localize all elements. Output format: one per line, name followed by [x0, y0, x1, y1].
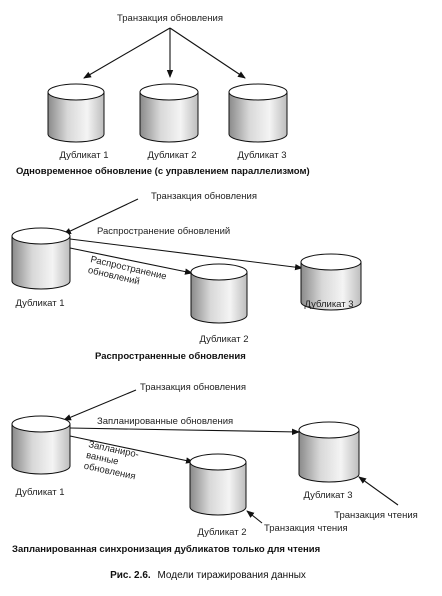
section-1-caption: Одновременное обновление (с управлением …	[16, 166, 310, 177]
update-arrow-to-replica-1	[63, 389, 137, 421]
section-2-caption: Распространенные обновления	[95, 351, 246, 362]
update-transaction-label: Транзакция обновления	[117, 13, 223, 24]
update-transaction-label-2: Транзакция обновления	[151, 191, 257, 202]
propagation-label-top: Распространение обновлений	[97, 226, 230, 237]
replica-1-label: Дубликат 1	[15, 487, 64, 498]
section-3-caption: Запланированная синхронизация дубликатов…	[12, 544, 320, 555]
replica-1-cylinder-icon	[47, 83, 105, 143]
figure-number: Рис. 2.6.	[110, 570, 151, 581]
section-propagated-updates: Транзакция обновления Распространение об…	[11, 191, 362, 362]
replica-3-cylinder-icon	[298, 421, 360, 483]
replica-2-cylinder-icon	[139, 83, 199, 143]
replica-3-label: Дубликат 3	[304, 299, 353, 310]
replica-2-cylinder-icon	[190, 263, 248, 324]
replica-2-label: Дубликат 2	[197, 527, 246, 538]
update-arrow-to-replica-1	[63, 198, 139, 235]
replica-3-cylinder-icon	[300, 253, 362, 311]
replica-1-label: Дубликат 1	[59, 150, 108, 161]
replica-3-label: Дубликат 3	[303, 490, 352, 501]
replica-3-cylinder-icon	[228, 83, 288, 143]
figure-caption: Рис. 2.6. Модели тиражирования данных	[110, 570, 306, 581]
scheduled-label-top: Запланированные обновления	[97, 416, 233, 427]
replica-1-cylinder-icon	[11, 415, 71, 475]
figure-title: Модели тиражирования данных	[157, 570, 305, 581]
scheduled-arrow-to-replica-3	[69, 427, 300, 436]
section-simultaneous-update: Транзакция обновления Дубликат 1 Дублика…	[16, 13, 310, 177]
scheduled-label-slanted: Запланиро- ванные обновления	[83, 439, 140, 482]
read-transaction-label-3: Транзакция чтения	[334, 510, 418, 521]
read-transaction-label-2: Транзакция чтения	[264, 523, 348, 534]
arrow-to-replica-3	[169, 27, 246, 79]
replica-1-label: Дубликат 1	[15, 298, 64, 309]
propagation-arrow-to-replica-2	[69, 247, 193, 275]
read-transaction-arrow-2	[246, 510, 263, 524]
section-scheduled-synchronization: Транзакция обновления Запланированные об…	[11, 382, 418, 555]
replica-3-label: Дубликат 3	[237, 150, 286, 161]
arrow-to-replica-1	[83, 27, 171, 79]
replica-2-label: Дубликат 2	[199, 334, 248, 345]
replica-1-cylinder-icon	[11, 227, 71, 290]
replica-2-label: Дубликат 2	[147, 150, 196, 161]
propagation-arrow-to-replica-3	[69, 238, 303, 271]
update-transaction-label-3: Транзакция обновления	[140, 382, 246, 393]
read-transaction-arrow-3	[358, 476, 399, 506]
replica-2-cylinder-icon	[189, 453, 247, 516]
scheduled-arrow-to-replica-2	[69, 435, 194, 464]
